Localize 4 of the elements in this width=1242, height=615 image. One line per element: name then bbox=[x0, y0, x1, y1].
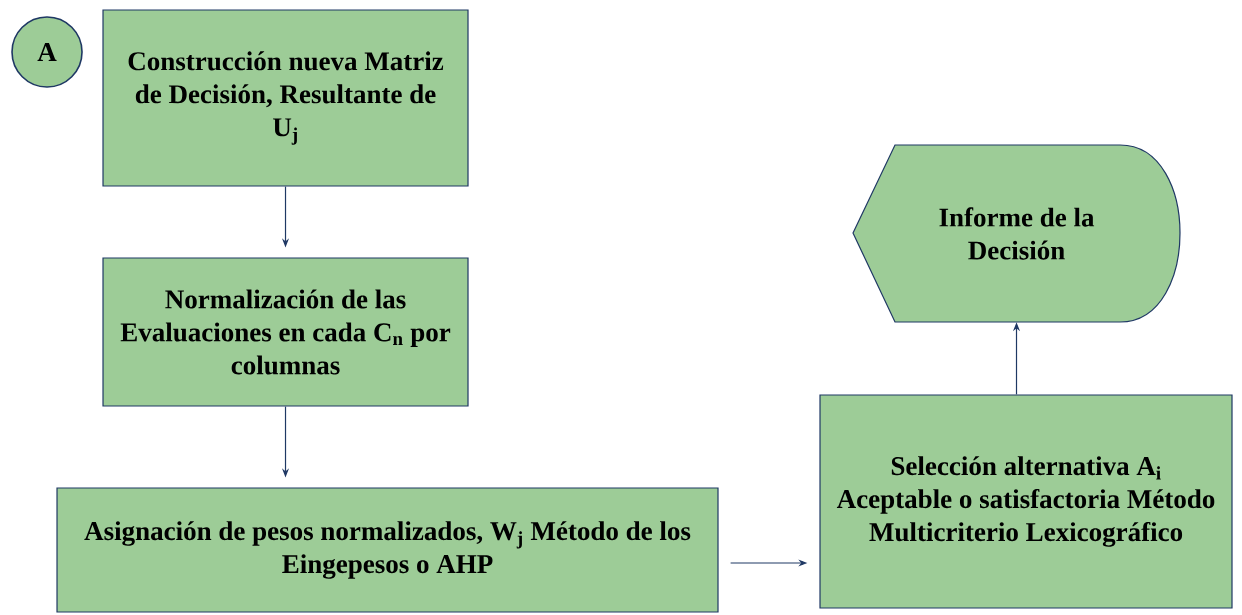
process-box: Selección alternativa A$_{i}$ Aceptable o satisfactoria Método Multicriterio Lexicográfico bbox=[819, 394, 1233, 609]
process-box: Asignación de pesos normalizados, W$_{j}$ Método de los Eingepesos o AHP bbox=[56, 487, 719, 613]
process-box: Normalización de las Evaluaciones en cada C$_{n}$ por columnas bbox=[102, 257, 469, 407]
process-box: Construcción nueva Matriz de Decisión, Resultante de U$_{j}$ bbox=[102, 9, 469, 187]
